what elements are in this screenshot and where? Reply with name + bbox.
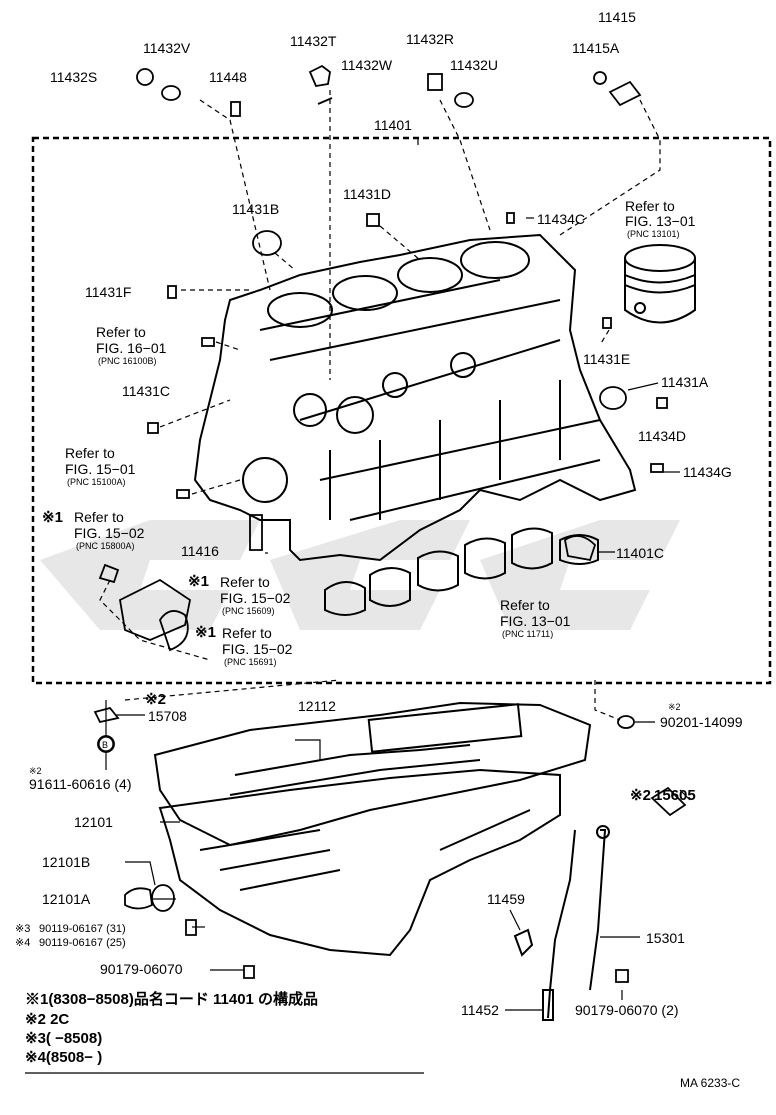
label-12101b: 12101B (42, 854, 90, 870)
label-11431c: 11431C (122, 383, 170, 399)
ref-1301-line1: Refer to (625, 198, 675, 214)
mark-3-bolt: ※3 (15, 923, 30, 935)
ref-1501-line3: (PNC 15100A) (67, 477, 126, 487)
circle-b-label: B (102, 740, 108, 750)
ref-1301-line3: (PNC 13101) (627, 229, 680, 239)
ref-1502b-line2: FIG. 15−02 (220, 590, 291, 606)
ref-1502b-line1: Refer to (220, 574, 270, 590)
footnote-4: ※4(8508− ) (25, 1049, 102, 1066)
ref-1501-line2: FIG. 15−01 (65, 461, 136, 477)
mark-2-15605: ※2 (630, 787, 651, 804)
ref-1502c-line2: FIG. 15−02 (222, 641, 293, 657)
dipstick (513, 825, 610, 1021)
ref-1601-line2: FIG. 16−01 (96, 340, 167, 356)
ref-1301b-line3: (PNC 11711) (502, 629, 553, 639)
label-90119-25: 90119-06167 (25) (39, 937, 126, 949)
label-11434c: 11434C (537, 211, 585, 227)
label-11416: 11416 (181, 543, 219, 559)
label-90201: 90201-14099 (660, 714, 743, 730)
label-11459: 11459 (487, 891, 525, 907)
part-labels: 11415 11415A 11432V 11432T 11432R 11432S… (29, 9, 743, 1018)
label-91611: 91611-60616 (4) (29, 776, 131, 792)
label-90119-31: 90119-06167 (31) (39, 923, 126, 935)
label-11448: 11448 (209, 69, 247, 85)
label-11401: 11401 (374, 117, 412, 133)
oil-pan-lower (158, 768, 561, 957)
label-12101a: 12101A (42, 891, 91, 907)
footnotes: ※1(8308−8508)品名コード 11401 の構成品 ※2 2C ※3( … (25, 990, 424, 1074)
ref-1502a-line3: (PNC 15800A) (76, 541, 135, 551)
label-11432r: 11432R (406, 31, 454, 47)
mark-1-left: ※1 (42, 509, 63, 526)
label-11432t: 11432T (290, 33, 337, 49)
label-11415a: 11415A (572, 40, 620, 56)
label-11434g: 11434G (683, 464, 732, 480)
ref-1502c-line1: Refer to (222, 625, 272, 641)
label-90179a: 90179-06070 (100, 961, 183, 977)
label-12101: 12101 (74, 814, 113, 830)
label-11431d: 11431D (343, 186, 391, 202)
oil-pan-upper (153, 701, 592, 847)
ref-1601-line1: Refer to (96, 324, 146, 340)
label-15605: 15605 (654, 787, 696, 804)
footnote-2: ※2 2C (25, 1011, 69, 1028)
footnote-1: ※1(8308−8508)品名コード 11401 の構成品 (25, 990, 318, 1008)
mark-2-91611: ※2 (29, 766, 42, 776)
ref-1502a-line1: Refer to (74, 509, 124, 525)
label-11431e: 11431E (583, 351, 630, 367)
mark-1-mid: ※1 (188, 573, 209, 590)
label-15708: 15708 (148, 708, 187, 724)
refer-to-callouts: Refer to FIG. 13−01 (PNC 13101) Refer to… (65, 198, 696, 667)
label-11431a: 11431A (661, 374, 709, 390)
small-parts (98, 64, 668, 652)
mark-1-low: ※1 (195, 624, 216, 641)
mark-4-bolt: ※4 (15, 937, 30, 949)
label-11401c: 11401C (616, 545, 664, 561)
label-15301: 15301 (646, 930, 685, 946)
label-11432s: 11432S (50, 69, 97, 85)
mark-2-15708: ※2 (145, 691, 166, 708)
mark-2-90201: ※2 (668, 702, 681, 712)
ref-1301b-line2: FIG. 13−01 (500, 613, 571, 629)
label-11431f: 11431F (85, 284, 131, 300)
ref-1501-line1: Refer to (65, 445, 115, 461)
circle-b-marker (98, 736, 114, 752)
ref-1301b-line1: Refer to (500, 597, 550, 613)
footnote-3: ※3( −8508) (25, 1030, 102, 1047)
label-11432u: 11432U (450, 57, 498, 73)
ref-1502b-line3: (PNC 15609) (222, 606, 275, 616)
ref-1301-line2: FIG. 13−01 (625, 213, 696, 229)
reference-marks: ※1 ※1 ※1 ※2 ※2 ※2 ※2 ※3 ※4 B (15, 509, 681, 949)
label-11432w: 11432W (341, 57, 393, 73)
ref-1502a-line2: FIG. 15−02 (74, 525, 145, 541)
assembly-boundary (31, 136, 772, 685)
figure-code: MA 6233-C (680, 1076, 740, 1090)
label-11415: 11415 (598, 9, 636, 25)
label-12112: 12112 (298, 698, 336, 714)
leader-lines (99, 90, 691, 1011)
label-90179b: 90179-06070 (2) (575, 1002, 679, 1018)
label-11432v: 11432V (143, 40, 191, 56)
cylinder-block (193, 233, 637, 562)
label-11434d: 11434D (638, 428, 686, 444)
watermark (40, 520, 680, 630)
piston (624, 244, 696, 324)
label-11452: 11452 (461, 1002, 499, 1018)
ref-1601-line3: (PNC 16100B) (98, 356, 157, 366)
label-11431b: 11431B (232, 201, 279, 217)
ref-1502c-line3: (PNC 15691) (224, 657, 277, 667)
